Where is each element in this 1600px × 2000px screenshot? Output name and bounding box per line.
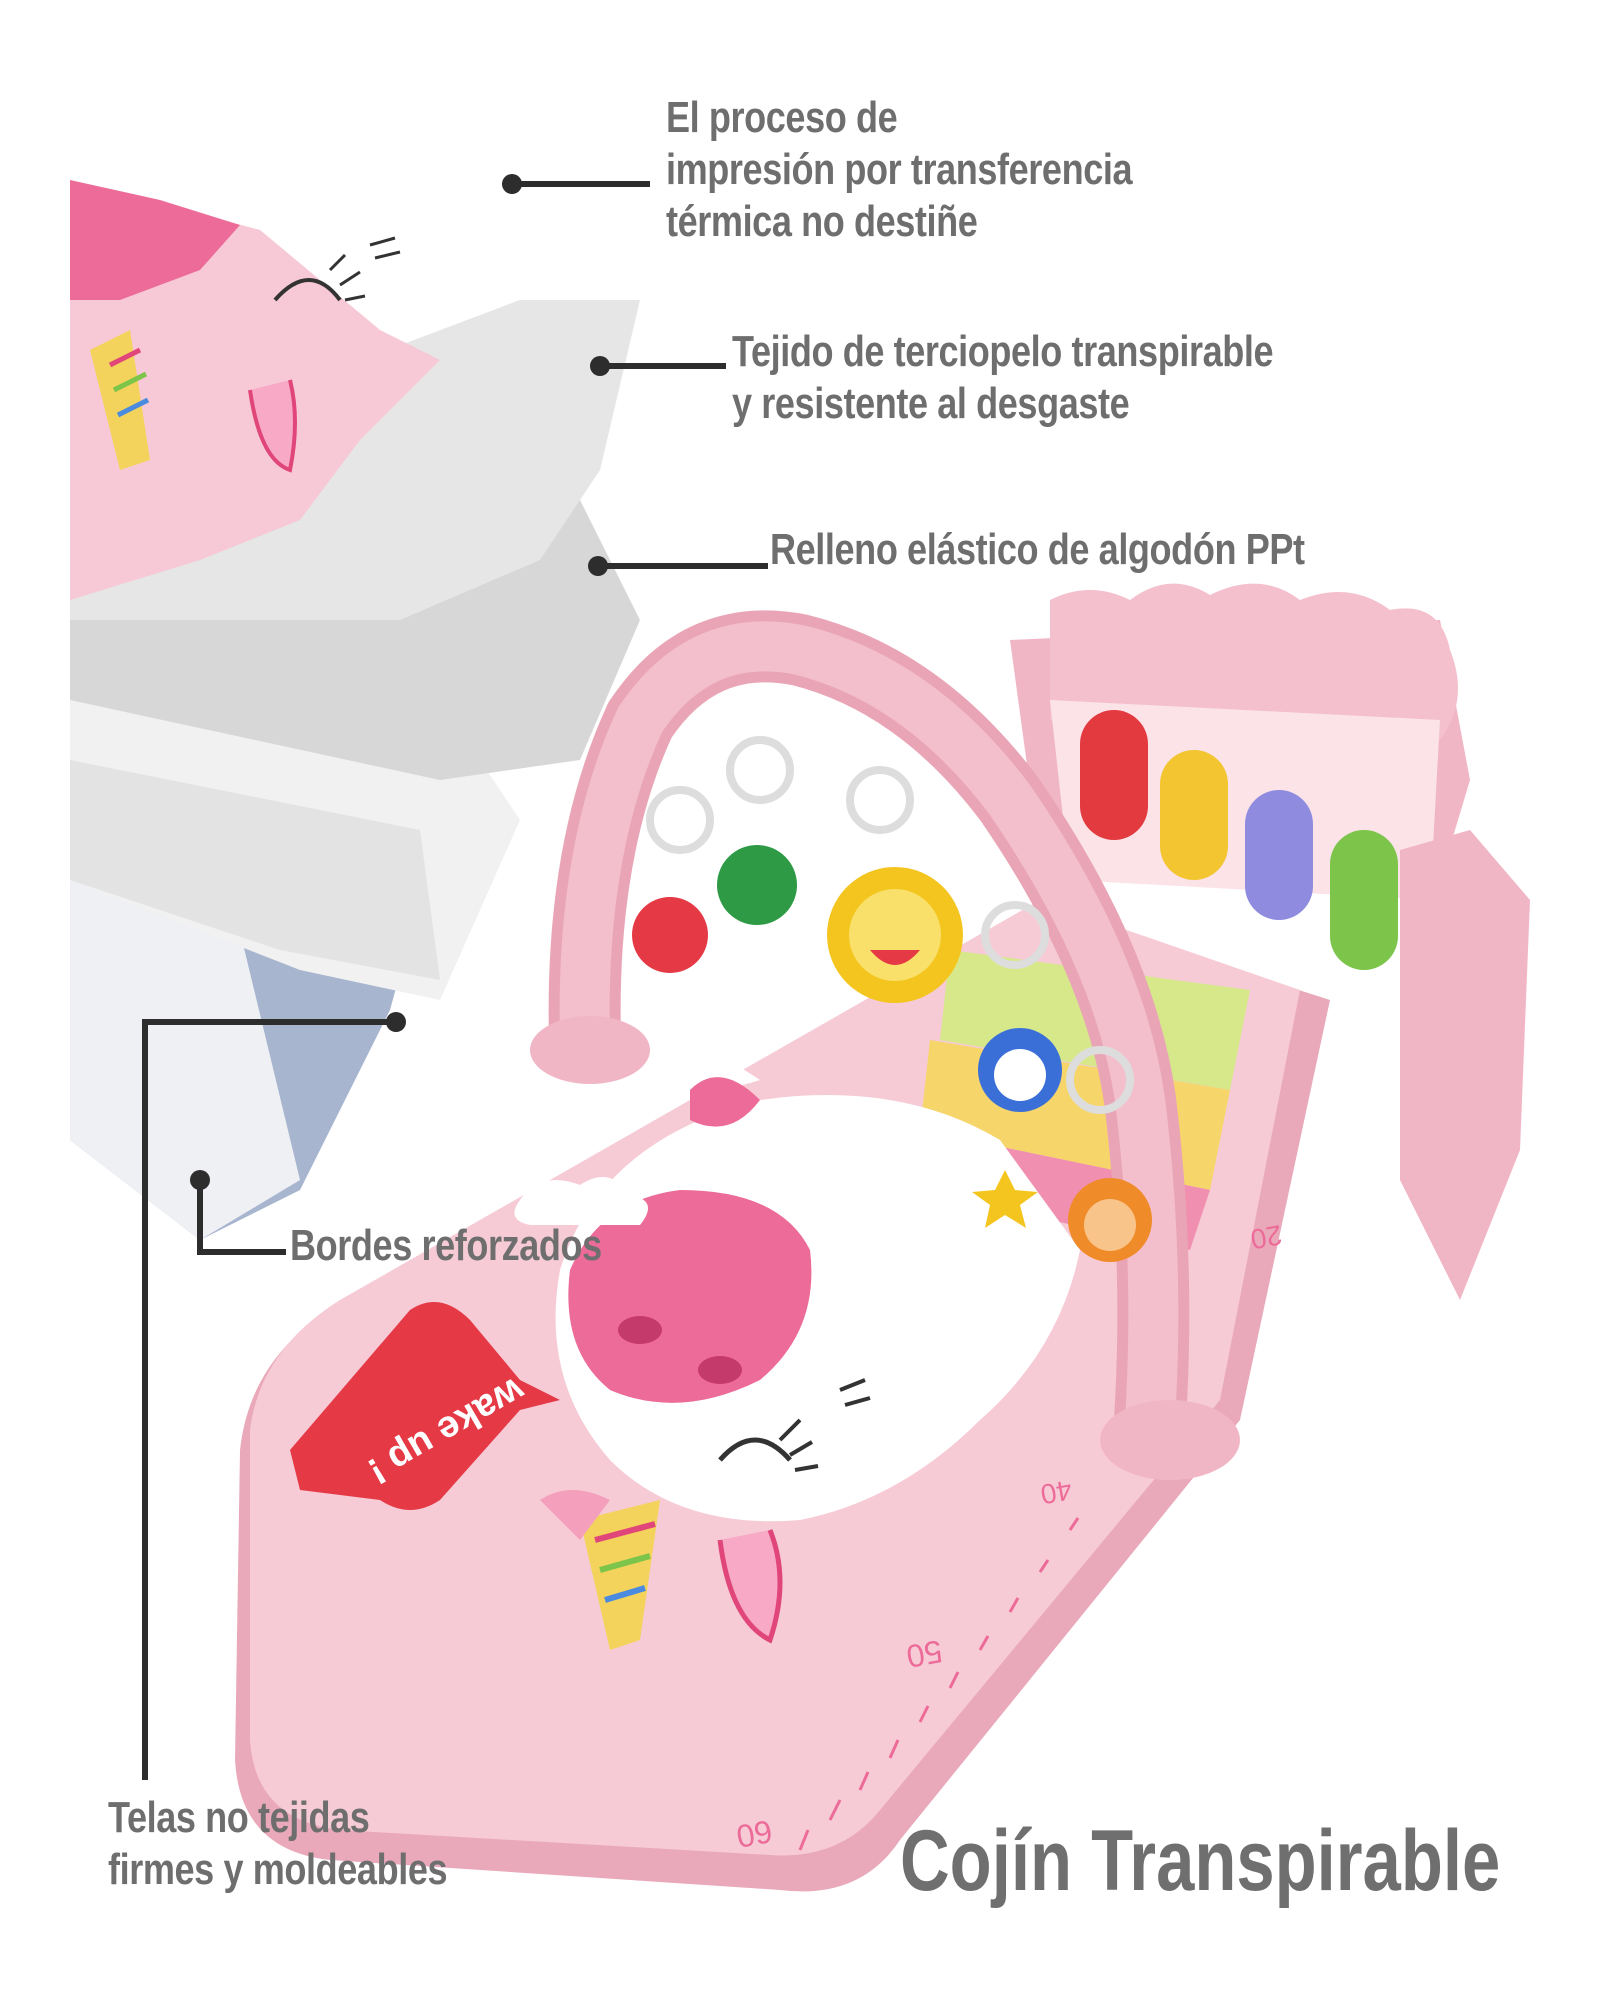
piano-key-green[interactable] — [1330, 830, 1398, 970]
piano-key-yellow[interactable] — [1160, 750, 1228, 880]
toy-tiger-green[interactable] — [717, 845, 797, 925]
callout-dot-icon — [386, 1012, 406, 1032]
play-mat: 20 30 40 50 60 wake up ! — [235, 900, 1330, 1892]
callout-nonwoven-fabric: Telas no tejidas firmes y moldeables — [108, 1793, 448, 1894]
product-title: Cojín Transpirable — [900, 1813, 1501, 1909]
ruler — [798, 1517, 1080, 1851]
callout-cotton-filling: Relleno elástico de algodón PPt — [770, 525, 1305, 574]
piano-panel — [1010, 583, 1530, 1300]
piano-key-purple[interactable] — [1245, 790, 1313, 920]
callout-dot-icon — [502, 174, 522, 194]
callout-print-process: El proceso de impresión por transferenci… — [666, 93, 1133, 246]
layer-stack — [70, 180, 640, 1240]
ruler-mark-60: 60 — [734, 1813, 775, 1855]
ruler-mark-40: 40 — [1038, 1474, 1074, 1510]
callout-dot-icon — [190, 1170, 210, 1190]
callout-velvet-fabric: Tejido de terciopelo transpirable y resi… — [732, 327, 1274, 428]
callout-dot-icon — [590, 356, 610, 376]
callout-dot-icon — [588, 556, 608, 576]
callout-lines — [142, 174, 768, 1780]
ruler-mark-20: 20 — [1248, 1219, 1284, 1255]
play-arch — [530, 610, 1240, 1480]
toy-bear-red[interactable] — [632, 897, 708, 973]
callout-reinforced-edges: Bordes reforzados — [290, 1221, 602, 1270]
hanging-toys — [632, 736, 1152, 1262]
ruler-mark-50: 50 — [904, 1633, 945, 1675]
piano-key-red[interactable] — [1080, 710, 1148, 840]
